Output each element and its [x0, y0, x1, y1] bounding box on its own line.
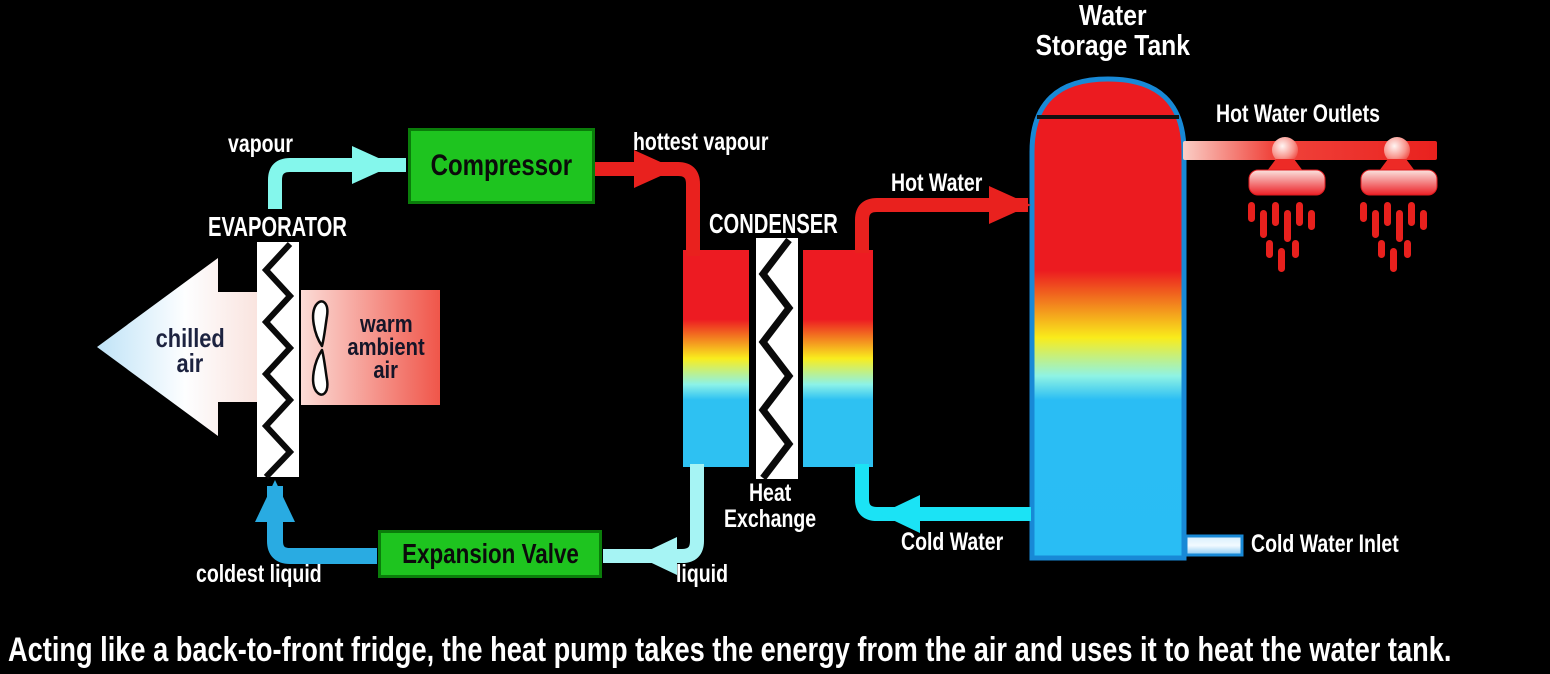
condenser-label: CONDENSER [709, 208, 838, 239]
hottest-vapour-arrowhead [634, 150, 676, 188]
heat-exchange-label: Heat Exchange [723, 479, 817, 533]
coldest-liquid-label: coldest liquid [196, 560, 322, 588]
evaporator-label: EVAPORATOR [208, 211, 347, 242]
shower-head-right [1360, 137, 1438, 272]
liquid-label: liquid [676, 560, 728, 588]
cold-water-pipe [855, 464, 1031, 521]
fan-icon [311, 300, 329, 396]
hot-water-outlets-label: Hot Water Outlets [1216, 100, 1380, 128]
expansion-valve-box: Expansion Valve [378, 530, 602, 578]
liquid-pipe [603, 464, 704, 563]
hottest-vapour-pipe [595, 162, 700, 256]
expansion-valve-label: Expansion Valve [401, 538, 579, 569]
condenser-zigzag [758, 237, 794, 481]
caption-text: Acting like a back-to-front fridge, the … [8, 631, 1452, 669]
compressor-label: Compressor [430, 149, 573, 182]
chilled-air-arrow [97, 258, 257, 436]
tank-water-level-line [1037, 115, 1179, 119]
water-storage-tank [1029, 76, 1187, 561]
water-storage-tank-title: Water Storage Tank [1035, 0, 1191, 62]
vapour-arrowhead [352, 146, 394, 184]
cold-water-inlet-label: Cold Water Inlet [1251, 530, 1399, 558]
coldest-liquid-pipe [267, 486, 377, 564]
cold-water-inlet-pipe [1184, 534, 1244, 557]
hot-water-label: Hot Water [891, 169, 983, 197]
chilled-air-label: chilled air [155, 323, 225, 378]
condenser-left-column [683, 250, 749, 467]
compressor-box: Compressor [408, 128, 595, 204]
vapour-label: vapour [228, 130, 294, 158]
liquid-arrowhead [637, 537, 677, 575]
shower-head-left [1248, 137, 1326, 272]
cold-water-arrowhead [880, 495, 920, 533]
hottest-vapour-label: hottest vapour [633, 128, 769, 156]
evaporator-zigzag [261, 241, 295, 480]
cold-water-label: Cold Water [901, 528, 1004, 556]
coldest-liquid-arrowhead [255, 480, 295, 522]
warm-ambient-air-label: warm ambient air [347, 311, 425, 384]
hot-water-outlet-pipe [1183, 141, 1437, 160]
hot-water-pipe [855, 198, 1028, 253]
condenser-right-column [803, 250, 873, 467]
hot-water-arrowhead [989, 186, 1031, 224]
vapour-pipe [268, 158, 406, 209]
